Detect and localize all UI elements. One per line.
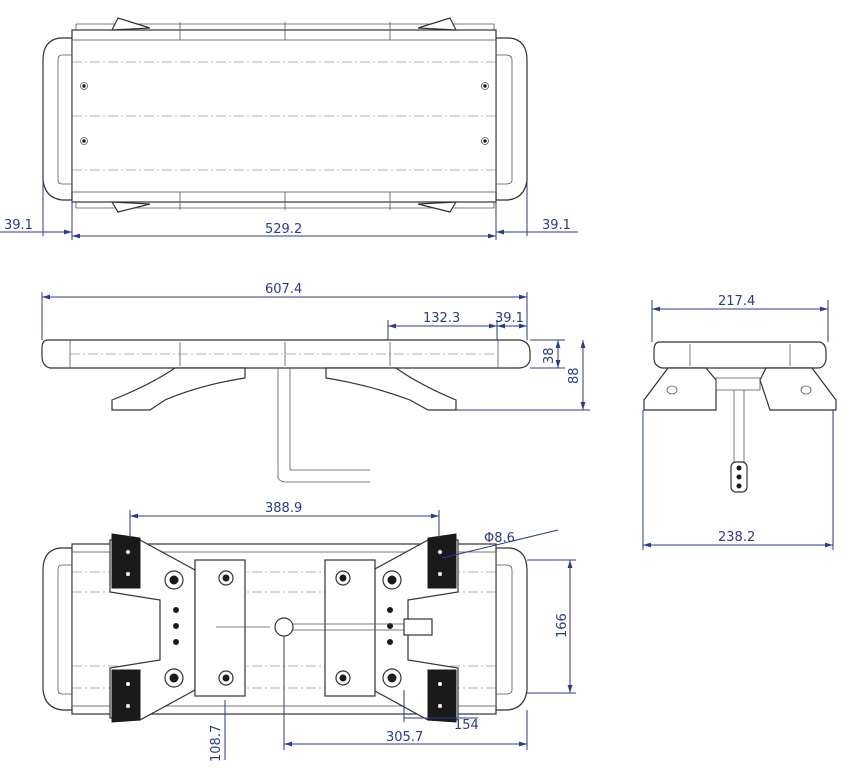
dim-top-body-length: 529.2: [265, 222, 302, 237]
side-view-cable: [277, 368, 370, 483]
dim-bracket-offset: 154: [454, 718, 479, 733]
dim-end-view-base-width: 238.2: [718, 530, 755, 545]
right-bracket-bottom-pad: [427, 669, 457, 723]
end-view-body: [653, 341, 827, 369]
dim-end-cap-width: 39.1: [495, 311, 524, 326]
bottom-view-left-plate: [194, 559, 246, 697]
dim-top-right-end: 39.1: [542, 218, 571, 233]
end-view-base: [643, 367, 717, 411]
side-view-left-foot: [111, 367, 246, 411]
dim-cable-offset: 305.7: [386, 730, 423, 745]
dim-hole-diameter: Φ8.6: [484, 531, 515, 546]
left-bracket-top-pad: [111, 533, 141, 589]
dim-bracket-span: 388.9: [265, 501, 302, 516]
dim-module-width: 132.3: [423, 311, 460, 326]
bottom-view-right-endcap: [495, 547, 528, 711]
side-view: [41, 339, 531, 483]
right-bracket-top-pad: [427, 533, 457, 589]
dim-body-height: 38: [542, 347, 557, 364]
dim-total-height: 88: [567, 367, 582, 384]
dim-mount-depth: 166: [555, 613, 570, 638]
dim-center-offset: 108.7: [209, 725, 224, 762]
top-view-dimensions: 39.1 529.2 39.1: [0, 180, 578, 240]
left-bracket-bottom-pad: [111, 669, 141, 723]
cable-connector: [403, 618, 433, 636]
bottom-view: [42, 533, 528, 723]
top-view-right-endcap: [495, 37, 528, 201]
bottom-view-left-endcap: [42, 547, 73, 711]
dim-overall-length: 607.4: [265, 282, 302, 297]
top-view-left-endcap: [42, 37, 73, 201]
side-view-dimensions: 607.4 132.3 39.1 38 88: [41, 282, 590, 411]
end-view-dimensions: 217.4 238.2: [642, 294, 834, 550]
bottom-view-right-plate: [324, 559, 376, 697]
dim-end-view-top-width: 217.4: [718, 294, 755, 309]
top-view: [42, 17, 528, 213]
end-view: [643, 341, 837, 493]
side-view-right-foot: [325, 367, 457, 411]
bottom-view-dimensions: 388.9 Φ8.6 166 108.7 305.7 154: [129, 501, 576, 762]
dim-top-left-end: 39.1: [4, 218, 33, 233]
cable-grommet: [274, 617, 294, 637]
